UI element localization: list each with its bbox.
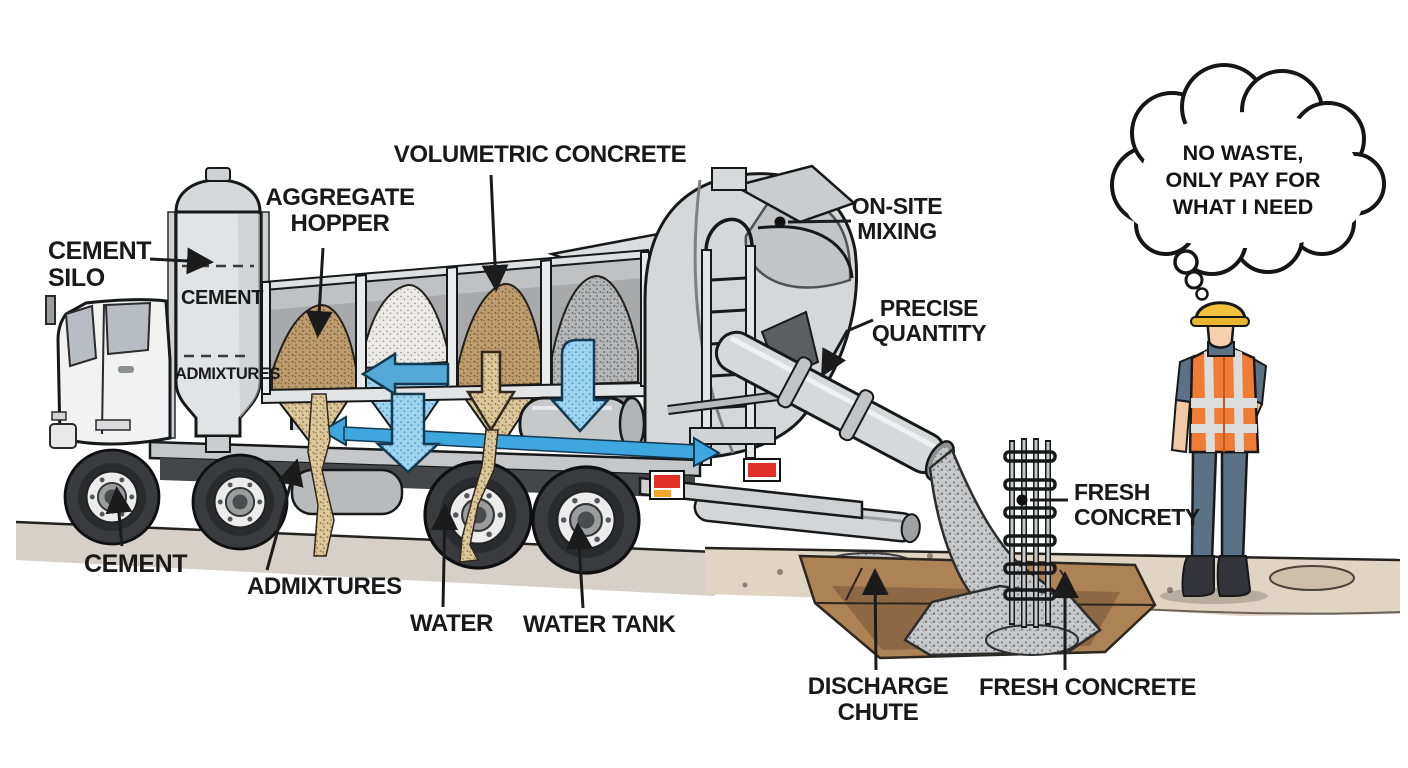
mixer-platform [689, 427, 776, 445]
dirt-mound [1269, 565, 1355, 591]
label-aggregate-hopper: AGGREGATE HOPPER [265, 184, 415, 237]
label-fresh-concrete: FRESH CONCRETE [979, 674, 1197, 701]
fuel-tank [290, 468, 404, 516]
thought-bubble-text: NO WASTE, ONLY PAY FOR WHAT I NEED [1165, 141, 1321, 220]
thought-bubble [1110, 63, 1386, 301]
worker-arm [1170, 398, 1192, 454]
label-precise-quantity: PRECISE QUANTITY [871, 295, 987, 346]
water-arrow-left [360, 351, 450, 397]
leader-discharge-chute [861, 568, 889, 671]
concrete-mound [985, 624, 1079, 656]
bubble-trail [1195, 287, 1209, 301]
leader-lines [105, 174, 1079, 671]
label-cement-bottom: CEMENT [84, 550, 188, 578]
label-cement-silo: CEMENT SILO [48, 237, 152, 292]
cab-step [95, 419, 131, 431]
worker [1160, 301, 1268, 604]
headlight [51, 411, 67, 421]
label-admixtures-inside-silo: ADMIXTURES [175, 365, 281, 383]
door-seam [101, 303, 105, 435]
rebar-column [1003, 438, 1057, 628]
silo-spout [205, 435, 231, 453]
worker-boot [1216, 555, 1252, 597]
mixer-fin [731, 164, 857, 224]
worker-leg [1220, 450, 1249, 562]
chute-collar [776, 356, 813, 409]
leader-precise-quantity [821, 318, 874, 378]
bubble-trail [1184, 270, 1204, 290]
label-water: WATER [410, 610, 493, 637]
label-cement-inside-silo: CEMENT [181, 287, 264, 309]
truck-cab [45, 295, 172, 449]
discharge-chute-upper [667, 330, 955, 482]
water-arrow-down [374, 392, 442, 474]
chassis-rail [148, 440, 702, 478]
aggregate-stream [307, 393, 335, 557]
wing-mirror [45, 295, 56, 325]
flow-arrow-right [693, 436, 722, 468]
material-streams [307, 350, 517, 563]
flow-arrows-blue [320, 338, 722, 474]
label-water-tank: WATER TANK [523, 611, 676, 638]
worker-boot [1181, 555, 1215, 597]
leader-volumetric-concrete [481, 174, 509, 292]
label-volumetric-concrete: VOLUMETRIC CONCRETE [393, 141, 687, 168]
tail-lights [649, 458, 781, 500]
front-bumper [49, 423, 77, 449]
label-onsite-mixing: ON-SITE MIXING [851, 193, 943, 244]
leader-admixtures-bottom [265, 458, 304, 571]
rear-beam [638, 476, 864, 520]
label-fresh-concrety: FRESH CONCRETY [1074, 479, 1200, 530]
aggregate-stream-2 [459, 429, 499, 563]
leader-cement-bottom [105, 486, 133, 547]
windshield [64, 304, 98, 368]
aggregate-arrow-down [465, 350, 517, 433]
label-discharge-chute: DISCHARGE CHUTE [807, 673, 949, 726]
leader-cement-silo [149, 247, 214, 275]
water-arrow-up-down [549, 338, 611, 433]
hard-hat-brim [1190, 316, 1250, 327]
door-handle [118, 366, 134, 373]
door-window [104, 301, 152, 356]
leader-water-tank [565, 522, 593, 609]
label-admixtures-bottom: ADMIXTURES [247, 573, 402, 600]
bubble-trail [1173, 249, 1199, 275]
leader-water [431, 503, 459, 608]
concrete-pour [903, 447, 1102, 657]
leader-aggregate-hopper [305, 247, 333, 338]
leader-dot-fresh-concrety [1016, 494, 1028, 506]
leader-dot-onsite [774, 216, 786, 228]
leader-onsite-mixing [787, 219, 852, 224]
chute-collar [838, 389, 875, 442]
